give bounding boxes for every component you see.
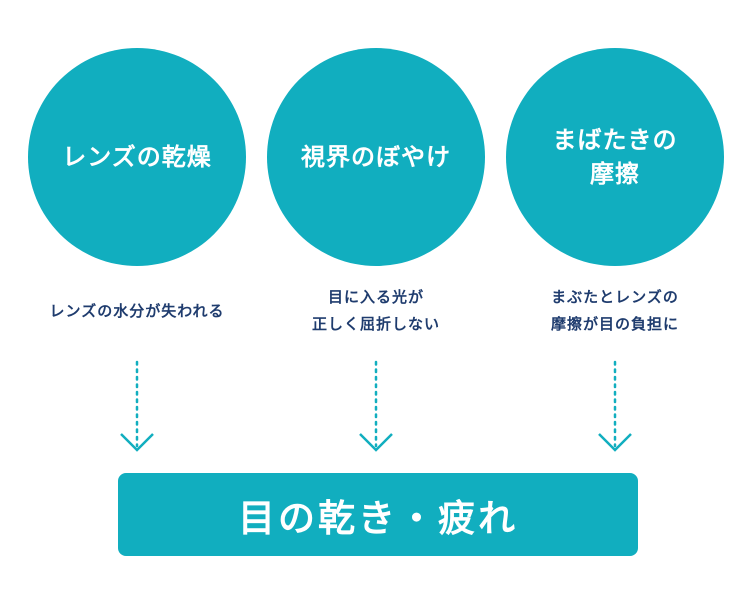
description-line: 正しく屈折しない (311, 315, 440, 333)
arrow-down-icon (598, 360, 632, 452)
result-label: 目の乾き・疲れ (238, 496, 518, 540)
cause-label-line: まばたきの (552, 126, 678, 154)
cause-label-line: 摩擦 (590, 160, 640, 188)
cause-circle-blink-friction: まばたきの 摩擦 (506, 48, 724, 266)
description-line: 摩擦が目の負担に (550, 315, 679, 333)
cause-description-blink-friction: まぶたとレンズの 摩擦が目の負担に (495, 284, 735, 338)
cause-label-line: レンズの乾燥 (62, 143, 212, 171)
description-line: レンズの水分が失われる (49, 302, 225, 320)
description-line: 目に入る光が (327, 288, 424, 306)
cause-circle-lens-drying: レンズの乾燥 (28, 48, 246, 266)
cause-description-blurry-vision: 目に入る光が 正しく屈折しない (256, 284, 496, 338)
arrow-down-icon (359, 360, 393, 452)
cause-label-line: 視界のぼやけ (301, 143, 451, 171)
result-box: 目の乾き・疲れ (118, 473, 638, 556)
cause-description-lens-drying: レンズの水分が失われる (17, 298, 257, 325)
cause-circle-blurry-vision: 視界のぼやけ (267, 48, 485, 266)
description-line: まぶたとレンズの (551, 288, 679, 306)
arrow-down-icon (120, 360, 154, 452)
